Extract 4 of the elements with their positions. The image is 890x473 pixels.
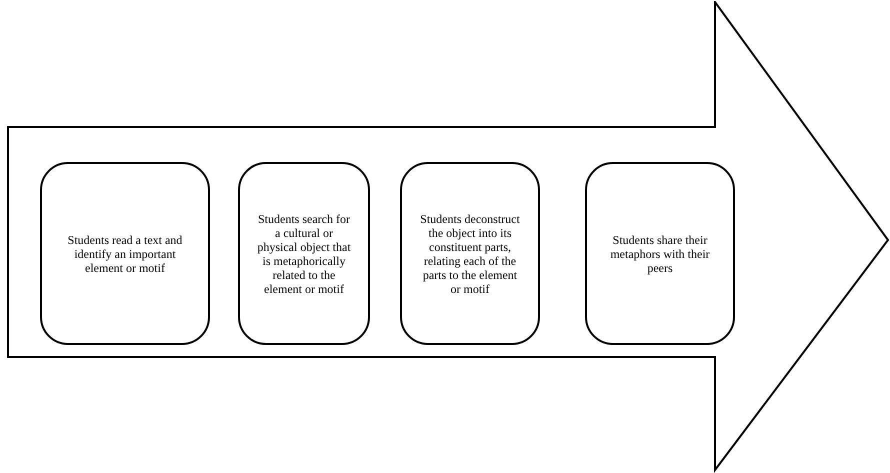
step-box: Students share their metaphors with their peers — [585, 162, 735, 345]
step-box: Students read a text and identify an important element or motif — [40, 162, 210, 345]
step-box: Students deconstruct the object into its constituent parts, relating each of the parts to the element or motif — [400, 162, 540, 345]
step-box: Students search for a cultural or physical object that is metaphorically related to the element or motif — [238, 162, 370, 345]
